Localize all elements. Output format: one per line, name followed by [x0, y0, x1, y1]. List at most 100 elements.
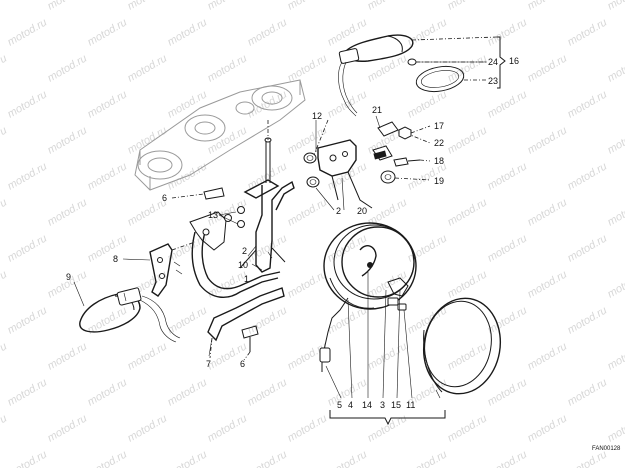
watermark-text: motod.ru [326, 88, 370, 120]
watermark-text: motod.ru [446, 412, 490, 444]
callout-15: 15 [391, 400, 401, 410]
watermark-text: motod.ru [6, 16, 50, 48]
watermark-text: motod.ru [6, 160, 50, 192]
watermark-text: motod.ru [246, 448, 290, 468]
watermark-text: motod.ru [326, 232, 370, 264]
watermark-text: motod.ru [46, 412, 90, 444]
watermark-text: motod.ru [206, 52, 250, 84]
watermark-text: motod.ru [366, 340, 410, 372]
watermark-text: motod.ru [446, 196, 490, 228]
callout-10: 10 [238, 260, 248, 270]
nut-17 [398, 125, 431, 140]
watermark-text: motod.ru [326, 448, 370, 468]
watermark-text: motod.ru [166, 304, 210, 336]
watermark-text: motod.ru [486, 160, 530, 192]
watermark-text: motod.ru [566, 16, 610, 48]
watermark-text: motod.ru [526, 196, 570, 228]
watermark-text: motod.ru [526, 340, 570, 372]
callout-13: 13 [208, 210, 218, 220]
lower-bracket-arm [191, 231, 285, 359]
watermark-text: motod.ru [166, 376, 210, 408]
watermark-text: motod.ru [0, 196, 9, 228]
watermark-text: motod.ru [446, 340, 490, 372]
watermark-text: motod.ru [486, 16, 530, 48]
watermark-text: motod.ru [86, 232, 130, 264]
watermark-text: motod.ru [486, 448, 530, 468]
watermark-text: motod.ru [246, 16, 290, 48]
watermark-text: motod.ru [566, 160, 610, 192]
group-bracket-16 [497, 36, 506, 89]
triple-clamp-ghost [134, 79, 306, 191]
indicator-bracket-8 [149, 241, 196, 297]
watermark-text: motod.ru [606, 52, 625, 84]
watermark-text: motod.ru [166, 448, 210, 468]
watermark-text: motod.ru [6, 232, 50, 264]
watermark-text: motod.ru [606, 268, 625, 300]
callout-11: 11 [406, 400, 415, 410]
watermark-text: motod.ru [406, 448, 450, 468]
watermark-text: motod.ru [126, 0, 170, 13]
watermark-text: motod.ru [286, 412, 330, 444]
watermark-text: motod.ru [46, 124, 90, 156]
watermark-text: motod.ru [446, 124, 490, 156]
watermark-text: motod.ru [286, 0, 330, 13]
callout-1: 1 [244, 274, 249, 284]
callout-20: 20 [357, 206, 367, 216]
watermark-text: motod.ru [286, 52, 330, 84]
bolt-22-connector [372, 121, 431, 161]
watermark-text: motod.ru [46, 0, 90, 13]
watermark-text: motod.ru [486, 304, 530, 336]
watermark-text: motod.ru [126, 340, 170, 372]
callout-24: 24 [488, 57, 498, 67]
callout-8: 8 [113, 254, 118, 264]
watermark-text: motod.ru [0, 124, 9, 156]
watermark-text: motod.ru [46, 52, 90, 84]
watermark-text: motod.ru [566, 232, 610, 264]
watermark-text: motod.ru [526, 412, 570, 444]
watermark-text: motod.ru [286, 124, 330, 156]
watermark-text: motod.ru [406, 88, 450, 120]
watermark-text: motod.ru [86, 88, 130, 120]
front-indicator-right [338, 34, 498, 117]
callout-14: 14 [362, 400, 372, 410]
watermark-text: motod.ru [606, 124, 625, 156]
watermark-text: motod.ru [0, 412, 9, 444]
callout-labels: 12 21 17 22 18 19 24 23 16 6 13 2 20 2 8… [66, 56, 519, 410]
front-indicator-left [79, 287, 181, 343]
indicator-lens [415, 65, 487, 93]
watermark-text: motod.ru [126, 412, 170, 444]
watermark-text: motod.ru [6, 376, 50, 408]
watermark-text: motod.ru [126, 124, 170, 156]
right-bracket [311, 119, 373, 209]
watermark-text: motod.ru [566, 304, 610, 336]
watermark-text: motod.ru [286, 196, 330, 228]
watermark-text: motod.ru [0, 0, 9, 13]
rubber-grommets [303, 152, 320, 188]
callout-12: 12 [312, 111, 322, 121]
watermark-text: motod.ru [326, 16, 370, 48]
watermark-text: motod.ru [366, 196, 410, 228]
watermark-text: motod.ru [486, 376, 530, 408]
callout-21: 21 [372, 105, 382, 115]
callout-9: 9 [66, 272, 71, 282]
watermark-text: motod.ru [0, 268, 9, 300]
watermark-text: motod.ru [366, 412, 410, 444]
watermark-text: motod.ru [246, 376, 290, 408]
watermark-text: motod.ru [446, 268, 490, 300]
watermark-text: motod.ru [86, 16, 130, 48]
watermark-text: motod.ru [206, 0, 250, 13]
watermark-text: motod.ru [486, 88, 530, 120]
watermark-text: motod.ru [606, 0, 625, 13]
screw-18 [393, 157, 431, 167]
watermark-text: motod.ru [86, 448, 130, 468]
callout-4: 4 [348, 400, 353, 410]
callout-3: 3 [380, 400, 385, 410]
callout-22: 22 [434, 138, 444, 148]
watermark-text: motod.ru [366, 0, 410, 13]
callout-2-bracket: 2 [336, 206, 341, 216]
headlight-support-bracket [239, 120, 295, 273]
leader-lines [73, 61, 487, 426]
watermark-text: motod.ru [86, 160, 130, 192]
